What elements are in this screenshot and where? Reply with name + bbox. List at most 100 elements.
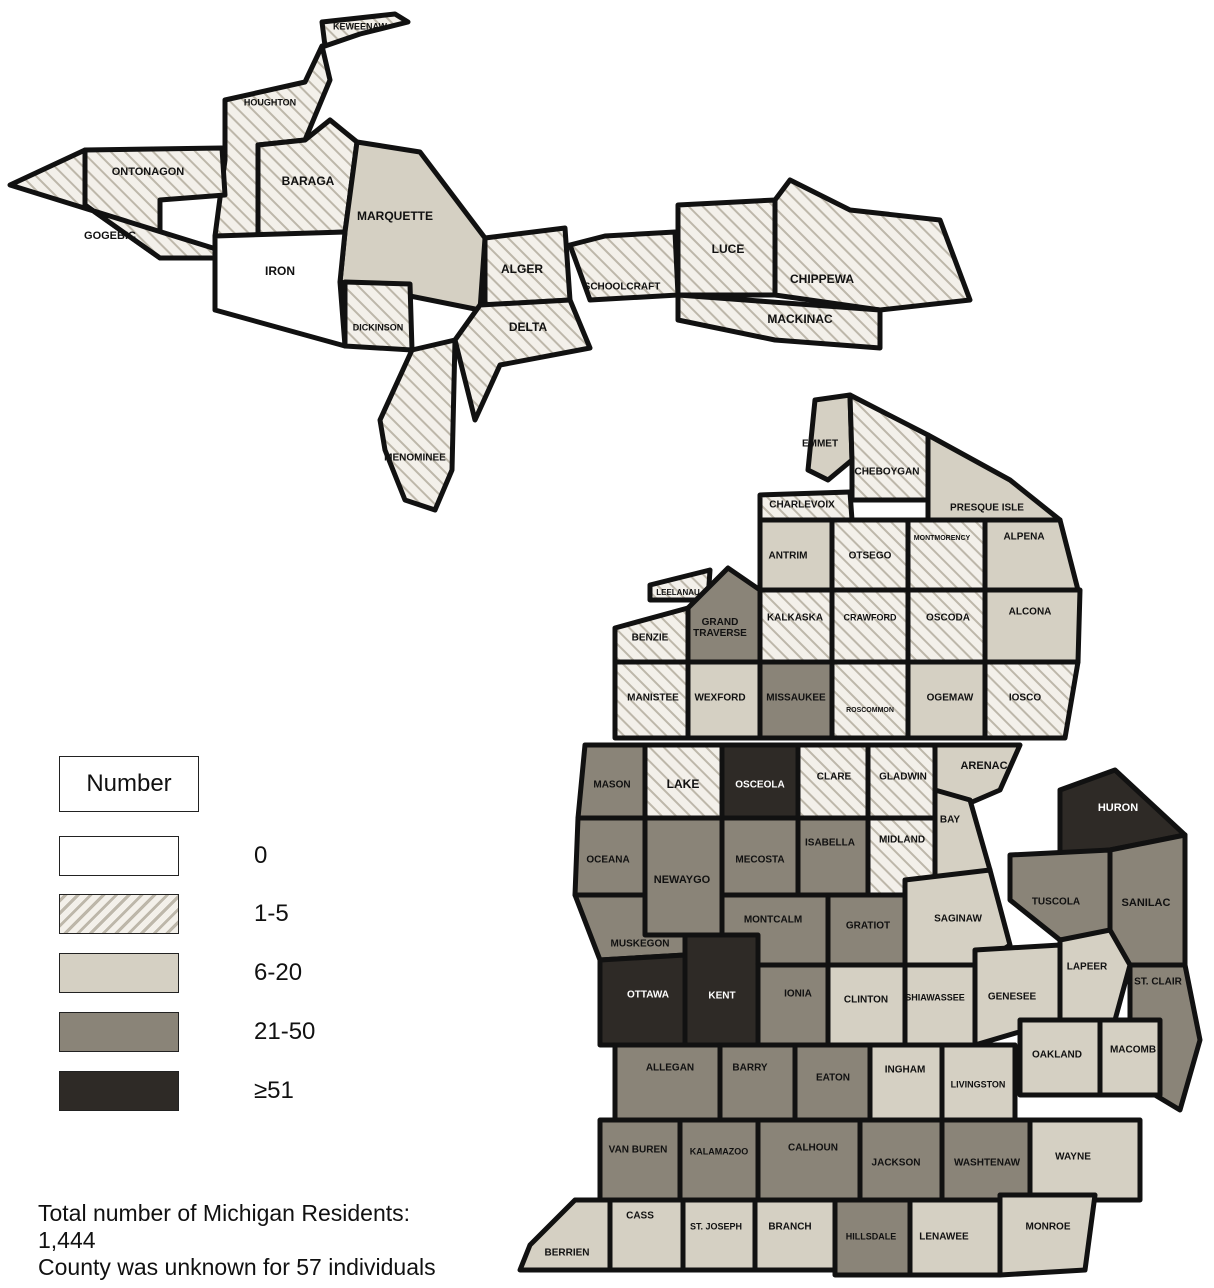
county-label-oceana: OCEANA xyxy=(586,855,629,866)
county-label-ottawa: OTTAWA xyxy=(627,990,669,1001)
county-label-kent: KENT xyxy=(708,991,735,1002)
county-label-gladwin: GLADWIN xyxy=(879,772,927,783)
county-label-emmet: EMMET xyxy=(802,439,838,450)
county-label-isabella: ISABELLA xyxy=(805,838,855,849)
county-label-livingston: LIVINGSTON xyxy=(951,1079,1006,1089)
county-label-clinton: CLINTON xyxy=(844,995,888,1006)
county-label-bay: BAY xyxy=(940,815,961,826)
county-label-wayne: WAYNE xyxy=(1055,1152,1091,1163)
legend-swatch-2 xyxy=(59,953,179,993)
county-st-joseph xyxy=(680,1197,758,1273)
county-label-eaton: EATON xyxy=(816,1073,850,1084)
county-isabella xyxy=(795,815,871,898)
county-alcona xyxy=(982,587,1083,665)
county-label-iron: IRON xyxy=(265,264,295,278)
county-label-mackinac: MACKINAC xyxy=(767,312,833,326)
county-bay xyxy=(932,787,993,883)
county-label-wexford: WEXFORD xyxy=(694,693,745,704)
county-label-charlevoix: CHARLEVOIX xyxy=(769,500,835,511)
county-layer xyxy=(7,11,1203,1278)
county-chippewa xyxy=(772,177,973,313)
county-label-chippewa: CHIPPEWA xyxy=(790,272,854,286)
county-label-menominee: MENOMINEE xyxy=(384,453,446,464)
county-label-manistee: MANISTEE xyxy=(627,693,679,704)
county-label-branch: BRANCH xyxy=(768,1222,811,1233)
legend-row-4: ≥51 xyxy=(59,1071,359,1111)
footnote-line-3: County was unknown for 57 individuals xyxy=(38,1254,436,1280)
county-crawford xyxy=(829,587,911,665)
county-iron xyxy=(212,229,348,349)
county-label-jackson: JACKSON xyxy=(872,1158,921,1169)
footnote-line-2: 1,444 xyxy=(38,1227,96,1253)
county-label-genesee: GENESEE xyxy=(988,992,1037,1003)
county-label-huron: HURON xyxy=(1098,802,1138,814)
legend-label-1: 1-5 xyxy=(254,900,289,927)
county-label-osceola: OSCEOLA xyxy=(735,780,784,791)
county-label-clare: CLARE xyxy=(817,772,852,783)
county-cheboygan xyxy=(847,392,931,503)
county-label-arenac: ARENAC xyxy=(960,760,1007,772)
county-dickinson xyxy=(342,279,415,353)
county-label-oakland: OAKLAND xyxy=(1032,1050,1082,1061)
legend-label-0: 0 xyxy=(254,842,268,869)
county-berrien xyxy=(517,1197,613,1273)
county-label-van-buren: VAN BUREN xyxy=(609,1145,668,1156)
county-label-mecosta: MECOSTA xyxy=(735,855,784,866)
county-van-buren xyxy=(597,1117,683,1203)
county-oscoda xyxy=(905,587,988,665)
legend-row-2: 6-20 xyxy=(59,953,359,993)
legend-swatch-1 xyxy=(59,894,179,934)
county-lapeer xyxy=(1057,927,1133,1023)
county-label-crawford: CRAWFORD xyxy=(844,612,897,622)
county-label-oscoda: OSCODA xyxy=(926,613,970,624)
county-kalamazoo xyxy=(677,1117,761,1203)
county-macomb xyxy=(1097,1017,1163,1098)
county-allegan xyxy=(612,1042,723,1123)
county-label-schoolcraft: SCHOOLCRAFT xyxy=(584,282,661,293)
county-calhoun xyxy=(755,1117,863,1203)
county-label-shiawassee: SHIAWASSEE xyxy=(905,992,965,1002)
county-label-gratiot: GRATIOT xyxy=(846,921,890,932)
county-label-sanilac: SANILAC xyxy=(1122,897,1171,909)
county-label-roscommon: ROSCOMMON xyxy=(846,707,894,714)
county-label-montmorency: MONTMORENCY xyxy=(914,535,971,542)
county-label-st-joseph: ST. JOSEPH xyxy=(690,1221,742,1231)
county-label-antrim: ANTRIM xyxy=(769,551,808,562)
county-label-cheboygan: CHEBOYGAN xyxy=(854,467,919,478)
county-label-ionia: IONIA xyxy=(784,989,812,1000)
footnote: Total number of Michigan Residents: 1,44… xyxy=(38,1200,436,1281)
county-ingham xyxy=(867,1042,945,1123)
county-label-st-clair: ST. CLAIR xyxy=(1134,977,1183,988)
county-keweenaw xyxy=(319,11,411,49)
county-barry xyxy=(717,1042,798,1123)
county-label-lake: LAKE xyxy=(667,777,700,791)
county-label-allegan: ALLEGAN xyxy=(646,1063,694,1074)
county-label-keweenaw: KEWEENAW xyxy=(333,21,388,31)
legend-label-2: 6-20 xyxy=(254,959,303,986)
county-label-calhoun: CALHOUN xyxy=(788,1143,838,1154)
legend-swatch-3 xyxy=(59,1012,179,1052)
county-label-monroe: MONROE xyxy=(1026,1222,1071,1233)
county-menominee xyxy=(377,337,458,513)
county-delta xyxy=(452,297,593,423)
county-shiawassee xyxy=(902,962,978,1048)
county-label-ingham: INGHAM xyxy=(885,1065,926,1076)
county-label-baraga: BARAGA xyxy=(282,174,335,188)
county-label-layer: KEWEENAWHOUGHTONONTONAGONGOGEBICBARAGAMA… xyxy=(84,21,1183,1258)
county-label-delta: DELTA xyxy=(509,320,548,334)
county-label-macomb: MACOMB xyxy=(1110,1045,1156,1056)
legend-row-3: 21-50 xyxy=(59,1012,359,1052)
county-label-cass: CASS xyxy=(626,1211,654,1222)
county-label-montcalm: MONTCALM xyxy=(744,915,802,926)
county-montmorency xyxy=(905,517,988,593)
county-label-iosco: IOSCO xyxy=(1009,693,1041,704)
county-label-midland: MIDLAND xyxy=(879,835,925,846)
county-iosco xyxy=(982,659,1081,741)
footnote-line-1: Total number of Michigan Residents: xyxy=(38,1200,411,1226)
county-label-missaukee: MISSAUKEE xyxy=(766,693,826,704)
county-label-washtenaw: WASHTENAW xyxy=(954,1158,1021,1169)
county-label-otsego: OTSEGO xyxy=(849,551,892,562)
county-label-ogemaw: OGEMAW xyxy=(927,693,974,704)
county-label-lenawee: LENAWEE xyxy=(919,1232,969,1243)
